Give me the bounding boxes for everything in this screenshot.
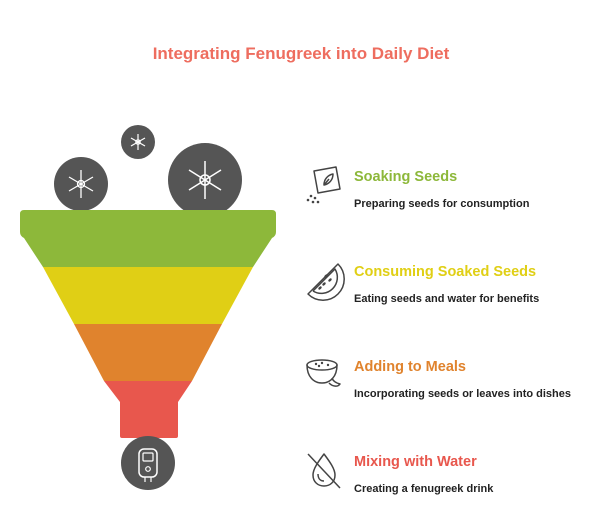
- step-description: Incorporating seeds or leaves into dishe…: [354, 388, 572, 400]
- water-drop-slash-icon: [307, 453, 341, 489]
- step-description: Preparing seeds for consumption: [354, 198, 530, 210]
- page-title: Integrating Fenugreek into Daily Diet: [152, 44, 450, 63]
- seed-circle-small: [121, 125, 155, 159]
- funnel-stage-4: [104, 381, 192, 438]
- funnel-stage-1: [20, 210, 276, 267]
- step-description: Eating seeds and water for benefits: [354, 293, 540, 305]
- funnel-stage-2: [43, 267, 253, 324]
- watermelon-slice-icon: [307, 263, 345, 301]
- seed-circle-large: [168, 143, 242, 217]
- step-title: Adding to Meals: [354, 359, 466, 375]
- step-title: Mixing with Water: [354, 454, 477, 470]
- funnel-stage-3: [74, 324, 222, 381]
- seed-circle-left: [54, 157, 108, 211]
- glucose-meter-icon: [121, 436, 175, 490]
- step-description: Creating a fenugreek drink: [354, 483, 494, 495]
- seed-packet-icon: [306, 166, 341, 204]
- step-title: Consuming Soaked Seeds: [354, 264, 537, 280]
- step-title: Soaking Seeds: [354, 169, 458, 185]
- bowl-icon: [306, 359, 341, 387]
